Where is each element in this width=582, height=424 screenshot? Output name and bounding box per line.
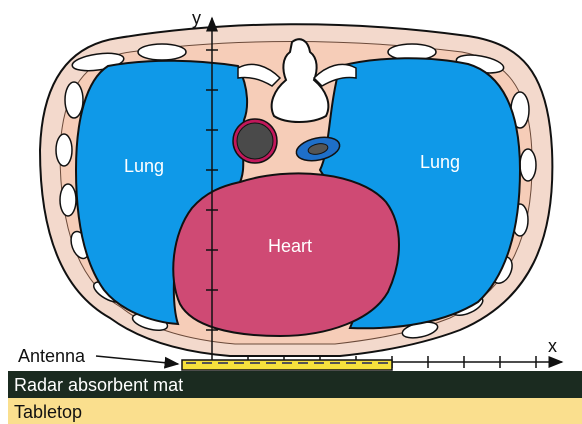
heart-label: Heart xyxy=(268,236,312,256)
rib-12 xyxy=(520,149,536,181)
antenna xyxy=(182,360,392,370)
y-axis-label: y xyxy=(192,8,201,28)
rib-4 xyxy=(56,134,72,166)
tabletop-label: Tabletop xyxy=(14,402,82,422)
lung-left-label: Lung xyxy=(124,156,164,176)
x-axis-label: x xyxy=(548,336,557,356)
rib-2 xyxy=(138,44,186,60)
antenna-label: Antenna xyxy=(18,346,86,366)
tabletop xyxy=(8,398,582,424)
antenna-pointer xyxy=(96,356,178,364)
mat-label: Radar absorbent mat xyxy=(14,375,183,395)
rib-5 xyxy=(60,184,76,216)
rib-3 xyxy=(65,82,83,118)
lung-right-label: Lung xyxy=(420,152,460,172)
aorta-icon xyxy=(233,119,277,163)
